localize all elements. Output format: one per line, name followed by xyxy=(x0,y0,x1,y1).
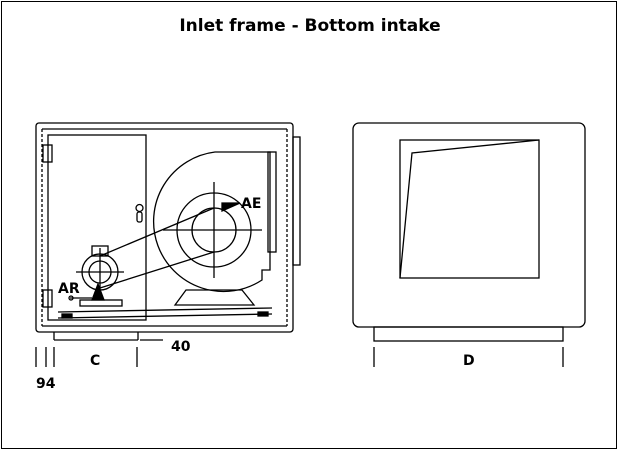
side-view-casing xyxy=(35,122,294,333)
label-ar: AR xyxy=(58,281,80,297)
label-ae: AE xyxy=(241,196,261,212)
label-c: C xyxy=(90,353,100,369)
front-view-casing xyxy=(352,122,586,328)
inlet-opening xyxy=(399,139,540,279)
base-frame-top xyxy=(57,307,273,313)
label-dim-40: 40 xyxy=(171,339,191,355)
front-base xyxy=(373,326,564,342)
ar-marker xyxy=(91,282,105,301)
belt-top xyxy=(99,207,215,257)
ae-marker xyxy=(221,202,241,213)
dimension-lines xyxy=(35,339,564,367)
label-dim-94: 94 xyxy=(36,376,56,392)
hinge-top xyxy=(42,144,53,163)
hinge-bottom xyxy=(42,289,53,308)
inlet-frame-edge xyxy=(399,139,540,279)
fan-housing xyxy=(152,151,271,293)
fan-outlet xyxy=(267,151,277,253)
access-door xyxy=(47,134,147,321)
front-view xyxy=(352,122,586,342)
motor-base xyxy=(79,299,123,307)
door-handle xyxy=(136,211,143,223)
label-d: D xyxy=(463,353,475,369)
diagram-title: Inlet frame - Bottom intake xyxy=(179,16,441,36)
fan-support xyxy=(173,289,256,306)
belt-bottom xyxy=(99,251,215,289)
outlet-flange xyxy=(292,136,301,266)
side-view xyxy=(35,122,301,341)
